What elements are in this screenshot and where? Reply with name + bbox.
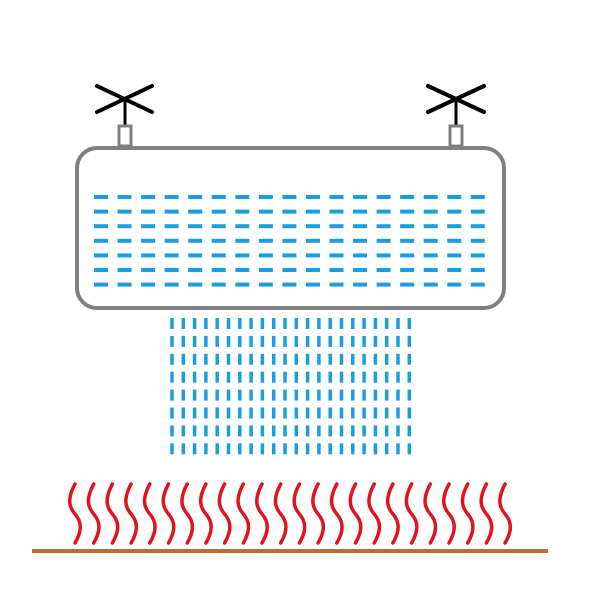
heat-wave-icon: [217, 482, 232, 545]
heat-wave-icon: [404, 482, 419, 545]
heat-wave-icon: [423, 482, 438, 545]
heat-wave-icon: [498, 482, 513, 545]
heat-wave-icon: [311, 482, 326, 545]
heat-wave-icon: [255, 482, 269, 545]
housing-cool-air-pattern: [94, 195, 485, 287]
heat-wave-icon: [329, 482, 344, 545]
heat-wave-icon: [198, 482, 213, 545]
heat-wave-icon: [105, 482, 120, 545]
heat-wave-icon: [348, 482, 363, 545]
heat-wave-icon: [479, 482, 494, 545]
heat-wave-icon: [124, 482, 139, 545]
heat-wave-icon: [142, 482, 157, 545]
left-propeller-mount: [117, 124, 133, 148]
heat-wave-icon: [385, 482, 400, 545]
heat-wave-icon: [367, 482, 382, 545]
right-propeller: [426, 84, 486, 148]
heat-wave-icon: [161, 482, 176, 545]
heat-wave-icon: [180, 482, 195, 545]
heat-wave-icon: [236, 482, 251, 545]
heat-wave-icon: [273, 482, 288, 545]
heat-wave-icon: [292, 482, 307, 545]
heat-wave-icon: [442, 482, 456, 545]
heat-waves: [68, 482, 513, 545]
right-propeller-mount: [448, 124, 464, 148]
left-propeller: [95, 84, 154, 148]
heat-wave-icon: [68, 482, 82, 545]
cool-air-spray: [170, 318, 412, 455]
heat-wave-icon: [86, 482, 101, 545]
heat-wave-icon: [460, 482, 475, 545]
